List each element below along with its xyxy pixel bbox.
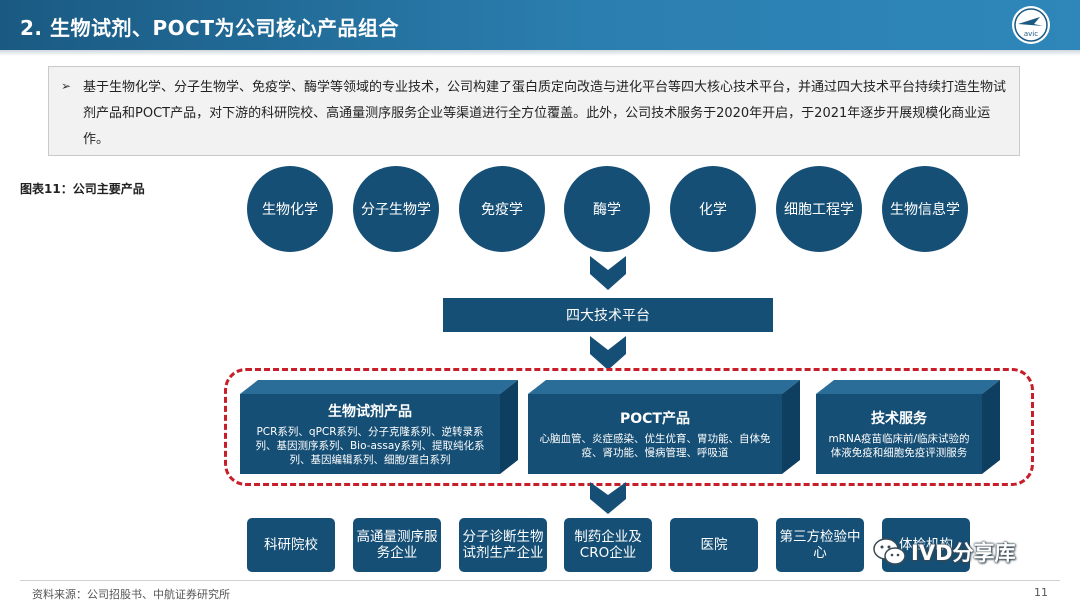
wechat-icon [873, 538, 906, 565]
cube-front-face: 生物试剂产品 PCR系列、qPCR系列、分子克隆系列、逆转录系列、基因测序系列、… [240, 394, 500, 474]
logo-text: avic [1024, 30, 1038, 38]
page-title: 2. 生物试剂、POCT为公司核心产品组合 [20, 16, 399, 40]
header-bar: 2. 生物试剂、POCT为公司核心产品组合 avic [0, 0, 1080, 50]
cube-top-face [528, 380, 800, 394]
discipline-circle: 生物信息学 [882, 166, 968, 252]
cube-front-face: POCT产品 心脑血管、炎症感染、优生优育、胃功能、自体免疫、肾功能、慢病管理、… [528, 394, 782, 474]
discipline-circle: 免疫学 [459, 166, 545, 252]
source-note: 资料来源：公司招股书、中航证券研究所 [32, 588, 230, 601]
summary-text: 基于生物化学、分子生物学、免疫学、酶学等领域的专业技术，公司构建了蛋白质定向改造… [83, 80, 1007, 147]
chevron-down-icon [590, 256, 626, 290]
header-shadow [0, 50, 1080, 56]
tech-platform-bar: 四大技术平台 [443, 298, 773, 332]
page-number: 11 [1034, 586, 1048, 599]
cube-front-face: 技术服务 mRNA疫苗临床前/临床试验的体液免疫和细胞免疫评测服务 [816, 394, 982, 474]
footer-divider [20, 580, 1060, 581]
product-cube: 生物试剂产品 PCR系列、qPCR系列、分子克隆系列、逆转录系列、基因测序系列、… [240, 380, 518, 474]
figure-label: 图表11：公司主要产品 [20, 182, 145, 196]
discipline-circle: 酶学 [564, 166, 650, 252]
products-dashed-frame [224, 368, 1034, 486]
discipline-circle: 生物化学 [247, 166, 333, 252]
channel-box: 第三方检验中心 [776, 518, 864, 572]
product-title: 技术服务 [871, 411, 927, 427]
watermark: IVD分享库 [873, 537, 1016, 567]
cube-top-face [816, 380, 1000, 394]
product-title: 生物试剂产品 [328, 404, 412, 420]
cube-side-face [982, 380, 1000, 474]
product-desc: PCR系列、qPCR系列、分子克隆系列、逆转录系列、基因测序系列、Bio-ass… [255, 426, 485, 466]
cube-top-face [240, 380, 518, 394]
discipline-circle: 分子生物学 [353, 166, 439, 252]
cube-side-face [782, 380, 800, 474]
cube-side-face [500, 380, 518, 474]
channel-box: 制药企业及CRO企业 [564, 518, 652, 572]
discipline-circle: 细胞工程学 [776, 166, 862, 252]
watermark-text: IVD分享库 [911, 541, 1016, 565]
summary-box: ➢ 基于生物化学、分子生物学、免疫学、酶学等领域的专业技术，公司构建了蛋白质定向… [48, 66, 1020, 156]
discipline-circle: 化学 [670, 166, 756, 252]
product-desc: 心脑血管、炎症感染、优生优育、胃功能、自体免疫、肾功能、慢病管理、呼吸道 [539, 433, 771, 459]
chevron-down-icon [590, 336, 626, 370]
product-cube: POCT产品 心脑血管、炎症感染、优生优育、胃功能、自体免疫、肾功能、慢病管理、… [528, 380, 800, 474]
company-logo-icon: avic [1012, 6, 1050, 44]
chevron-down-icon [590, 482, 626, 514]
product-title: POCT产品 [620, 411, 690, 427]
channel-box: 高通量测序服务企业 [353, 518, 441, 572]
product-cube: 技术服务 mRNA疫苗临床前/临床试验的体液免疫和细胞免疫评测服务 [816, 380, 1000, 474]
channel-box: 医院 [670, 518, 758, 572]
channel-box: 科研院校 [247, 518, 335, 572]
product-desc: mRNA疫苗临床前/临床试验的体液免疫和细胞免疫评测服务 [828, 433, 970, 459]
bullet-arrow-icon: ➢ [61, 79, 72, 93]
channel-box: 分子诊断生物试剂生产企业 [459, 518, 547, 572]
